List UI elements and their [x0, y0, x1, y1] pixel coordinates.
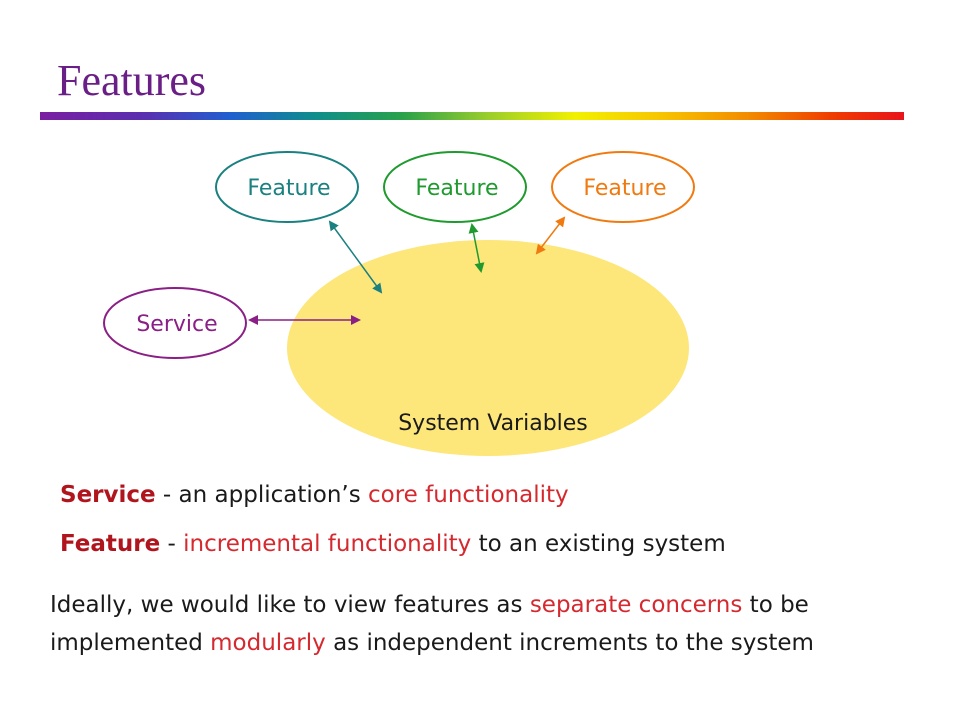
feature-highlight: incremental functionality — [183, 531, 472, 557]
system-variables-label: System Variables — [398, 411, 588, 436]
paragraph-highlight-2: modularly — [210, 630, 326, 656]
title-underline-bar — [40, 112, 904, 120]
feature-label-2: Feature — [415, 176, 498, 201]
paragraph-text-2: to be — [742, 592, 809, 618]
feature-definition: Feature - incremental functionality to a… — [60, 531, 726, 557]
feature-2-arrow — [468, 223, 485, 273]
paragraph-text-4: as independent increments to the system — [325, 630, 814, 656]
feature-definition-rest: to an existing system — [471, 531, 726, 557]
service-definition: Service - an application’s core function… — [60, 482, 569, 508]
feature-ellipse-2 — [383, 151, 527, 223]
paragraph-text-1: Ideally, we would like to view features … — [50, 592, 530, 618]
service-highlight: core functionality — [368, 482, 569, 508]
feature-definition-sep: - — [160, 531, 184, 557]
system-variables-ellipse — [287, 240, 689, 456]
paragraph-highlight-1: separate concerns — [529, 592, 743, 618]
feature-ellipse-3 — [551, 151, 695, 223]
feature-term: Feature — [60, 531, 161, 557]
feature-label-3: Feature — [583, 176, 666, 201]
summary-paragraph: Ideally, we would like to view features … — [50, 586, 814, 662]
service-ellipse — [103, 287, 247, 359]
service-definition-text: - an application’s — [155, 482, 369, 508]
feature-ellipse-1 — [215, 151, 359, 223]
service-label: Service — [136, 312, 217, 337]
feature-3-arrow — [535, 216, 566, 255]
service-term: Service — [60, 482, 156, 508]
feature-1-arrow — [328, 220, 383, 294]
feature-label-1: Feature — [247, 176, 330, 201]
slide-title: Features — [57, 56, 207, 105]
paragraph-text-3: implemented — [50, 630, 211, 656]
